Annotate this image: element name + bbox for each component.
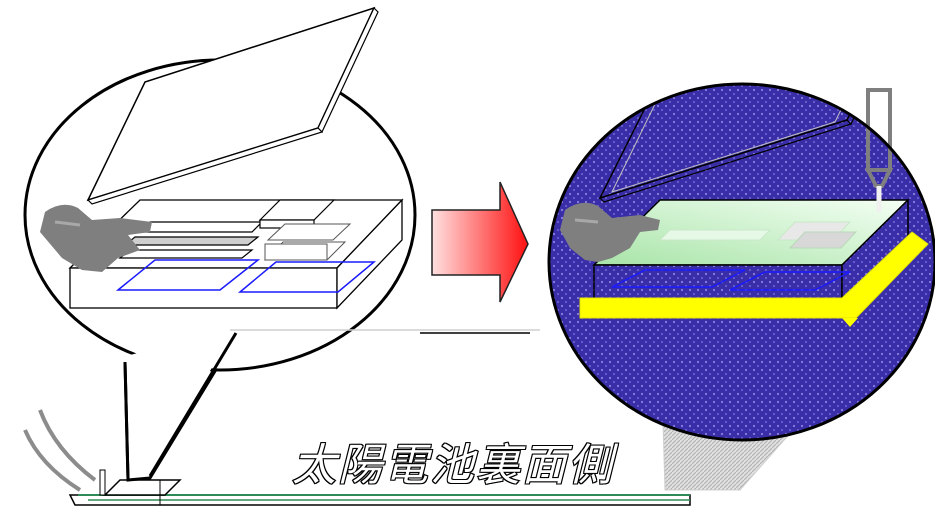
solar-panel-edge <box>68 469 691 506</box>
sealant-strip <box>579 231 929 327</box>
hand-icon <box>40 204 152 272</box>
right-bubble-outline <box>547 82 935 442</box>
cable-curves <box>23 409 97 492</box>
dispenser-nozzle-icon <box>864 88 894 212</box>
module-box-right <box>592 198 910 305</box>
hand-icon <box>560 202 660 262</box>
module-box-left <box>68 198 404 310</box>
arrow-right-icon <box>431 181 529 303</box>
glass-plate-left <box>86 6 379 205</box>
caption-text: 太陽電池裏面側 <box>291 439 614 492</box>
glass-plate-right <box>598 84 907 203</box>
